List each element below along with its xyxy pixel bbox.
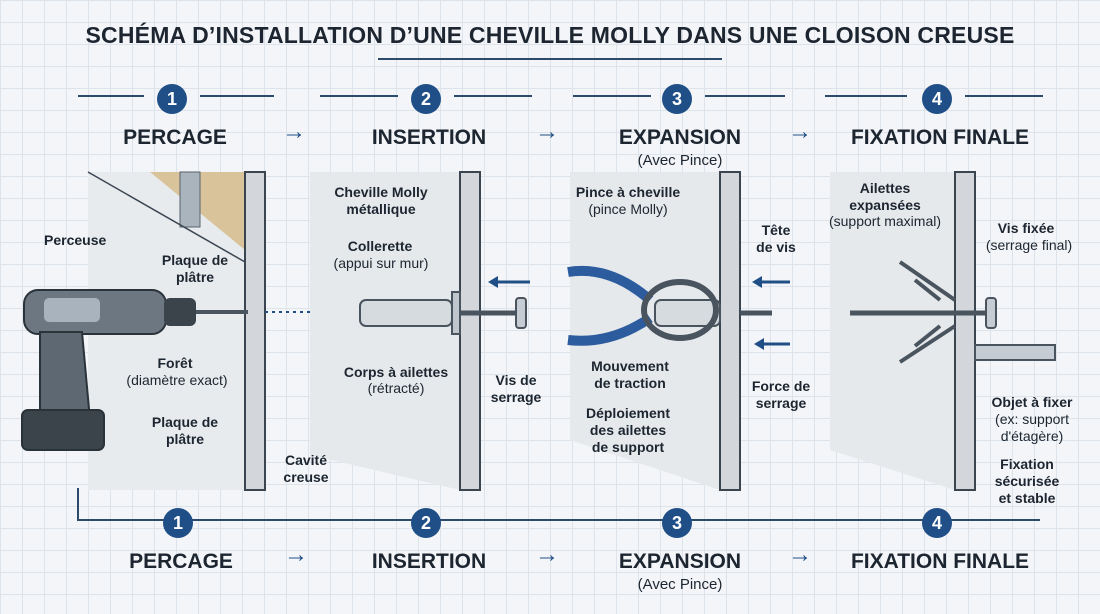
header-rule <box>78 95 144 97</box>
label-foret-sub: (diamètre exact) <box>126 372 228 388</box>
step-arrow-icon: → <box>535 118 559 145</box>
panel-2-insertion <box>310 171 530 491</box>
molly-anchor <box>359 299 453 327</box>
step-arrow-icon: → <box>788 541 812 568</box>
label-tete: Tête de vis <box>756 222 796 255</box>
step-number-badge: 1 <box>163 508 193 538</box>
step-title: PERCAGE <box>123 126 227 149</box>
label-collerette: Collerette <box>347 238 413 254</box>
screw-head <box>985 297 997 329</box>
molly-pliers-icon <box>567 265 719 346</box>
step-arrow-icon: → <box>535 541 559 568</box>
title-underline <box>378 58 722 60</box>
step-title: FIXATION FINALE <box>850 126 1030 149</box>
label-collerette-sub: (appui sur mur) <box>333 255 429 271</box>
label-vis-fixee-sub: (serrage final) <box>985 237 1073 253</box>
label-ailettes-sub: (support maximal) <box>828 213 942 229</box>
label-plaque-top: Plaque de plâtre <box>161 252 229 285</box>
label-pince-sub: (pince Molly) <box>588 201 668 217</box>
wall-background <box>88 172 245 490</box>
panel-3-expansion <box>567 171 790 491</box>
label-corps-sub: (rétracté) <box>367 380 425 396</box>
bottom-step-2: 2 INSERTION <box>304 508 554 598</box>
step-title: FIXATION FINALE <box>850 550 1030 573</box>
step-header-4: 4 FIXATION FINALE <box>815 84 1065 174</box>
label-vis-fixee: Vis fixée <box>997 220 1055 236</box>
drywall-panel <box>954 171 976 491</box>
drill-icon <box>21 289 248 451</box>
step-number-badge: 2 <box>411 84 441 114</box>
step-header-2: 2 INSERTION <box>304 84 554 174</box>
panel-1-drilling <box>21 171 310 491</box>
anchor-collar <box>451 291 461 335</box>
label-plaque-bottom: Plaque de plâtre <box>151 414 219 447</box>
header-rule <box>320 95 398 97</box>
label-vis: Vis de serrage <box>490 372 542 405</box>
label-fixation: Fixation sécurisée et stable <box>994 456 1060 506</box>
label-cheville: Cheville Molly métallique <box>334 184 428 217</box>
shelf-bracket <box>974 344 1056 361</box>
label-objet-sub: (ex: support d'étagère) <box>995 411 1069 444</box>
step-header-3: 3 EXPANSION (Avec Pince) <box>555 84 805 174</box>
label-deploiement: Déploiement des ailettes de support <box>585 405 670 455</box>
step-number-badge: 2 <box>411 508 441 538</box>
header-rule <box>454 95 532 97</box>
step-header-1: 1 PERCAGE <box>50 84 300 174</box>
header-rule <box>965 95 1043 97</box>
molly-anchor <box>654 299 721 327</box>
step-arrow-icon: → <box>284 541 308 568</box>
expanded-wings <box>898 260 957 364</box>
bottom-step-3: 3 EXPANSION (Avec Pince) <box>555 508 805 608</box>
label-objet: Objet à fixer <box>991 394 1073 410</box>
diagram-title: SCHÉMA D’INSTALLATION D’UNE CHEVILLE MOL… <box>85 22 1015 48</box>
label-foret: Forêt <box>157 355 193 371</box>
bottom-step-4: 4 FIXATION FINALE <box>815 508 1065 598</box>
step-number-badge: 4 <box>922 508 952 538</box>
step-number-badge: 3 <box>662 508 692 538</box>
header-rule <box>573 95 651 97</box>
label-perceuse: Perceuse <box>44 232 107 248</box>
header-rule <box>825 95 907 97</box>
bottom-connector <box>77 488 1040 521</box>
bottom-step-1: 1 PERCAGE <box>56 508 306 598</box>
step-subtitle: (Avec Pince) <box>637 576 723 593</box>
step-title: EXPANSION <box>618 550 742 573</box>
step-title: EXPANSION <box>618 126 742 149</box>
drywall-panel <box>244 171 266 491</box>
label-mouvement: Mouvement de traction <box>591 358 669 391</box>
step-title: INSERTION <box>371 550 487 573</box>
label-pince: Pince à cheville <box>575 184 681 200</box>
step-subtitle: (Avec Pince) <box>637 152 723 169</box>
step-number-badge: 3 <box>662 84 692 114</box>
metal-stud <box>179 171 201 228</box>
panel-4-final <box>830 171 1056 491</box>
header-rule <box>200 95 274 97</box>
step-title: PERCAGE <box>129 550 233 573</box>
header-rule <box>705 95 785 97</box>
screw-head <box>515 297 527 329</box>
label-cavite: Cavité creuse <box>283 452 329 485</box>
drywall-panel <box>719 171 741 491</box>
label-force: Force de serrage <box>751 378 811 411</box>
step-title: INSERTION <box>371 126 487 149</box>
label-corps: Corps à ailettes <box>343 364 449 380</box>
step-arrow-icon: → <box>282 118 306 145</box>
step-arrow-icon: → <box>788 118 812 145</box>
drywall-panel <box>459 171 481 491</box>
step-number-badge: 1 <box>157 84 187 114</box>
label-ailettes: Ailettes expansées <box>849 180 921 213</box>
step-number-badge: 4 <box>922 84 952 114</box>
